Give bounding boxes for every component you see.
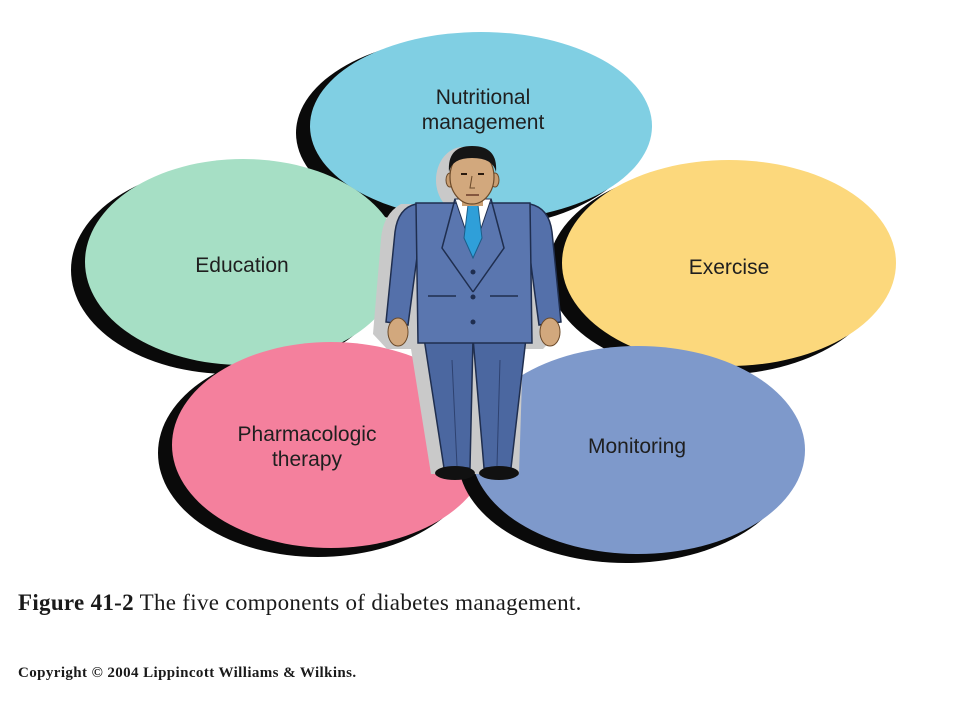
- left-shoe: [435, 466, 475, 480]
- right-hand: [539, 317, 561, 347]
- monitoring-label: Monitoring: [588, 435, 686, 458]
- component-monitoring: Monitoring: [458, 346, 805, 563]
- right-lapel: [472, 198, 505, 293]
- nutritional-management-label-line-1: Nutritional: [436, 86, 531, 109]
- figure-caption: Figure 41-2 The five components of diabe…: [18, 590, 582, 616]
- pharmacologic-therapy-label-line-2: therapy: [272, 448, 343, 471]
- pharmacologic-therapy-circle: [172, 342, 490, 548]
- left-lapel: [441, 198, 474, 293]
- education-label: Education: [195, 254, 288, 277]
- nutritional-management-circle: [310, 32, 652, 220]
- exercise-circle: [562, 160, 896, 366]
- nose: [469, 175, 475, 189]
- nutritional-management-label-line-2: management: [422, 111, 545, 134]
- component-nutritional-management: Nutritional management: [296, 32, 652, 229]
- left-hand: [387, 317, 409, 347]
- copyright-notice: Copyright © 2004 Lippincott Williams & W…: [18, 665, 357, 681]
- figure-number: Figure 41-2: [18, 590, 134, 615]
- diabetes-management-diagram: Nutritional management Education Exercis…: [71, 32, 896, 563]
- jacket-button: [470, 319, 476, 325]
- pharmacologic-therapy-label-line-1: Pharmacologic: [238, 423, 377, 446]
- component-pharmacologic-therapy: Pharmacologic therapy: [158, 342, 490, 557]
- exercise-label: Exercise: [689, 256, 770, 279]
- component-exercise: Exercise: [548, 160, 896, 375]
- monitoring-circle: [471, 346, 805, 554]
- man-in-suit-icon: [373, 146, 562, 480]
- figure-caption-text: The five components of diabetes manageme…: [139, 590, 582, 615]
- jacket-button: [470, 294, 476, 300]
- jacket-button: [470, 269, 476, 275]
- component-education: Education: [71, 159, 401, 374]
- hair: [448, 146, 497, 172]
- right-shoe: [479, 466, 519, 480]
- right-trouser-crease: [496, 359, 501, 467]
- left-trouser-crease: [451, 359, 458, 467]
- education-circle: [85, 159, 401, 365]
